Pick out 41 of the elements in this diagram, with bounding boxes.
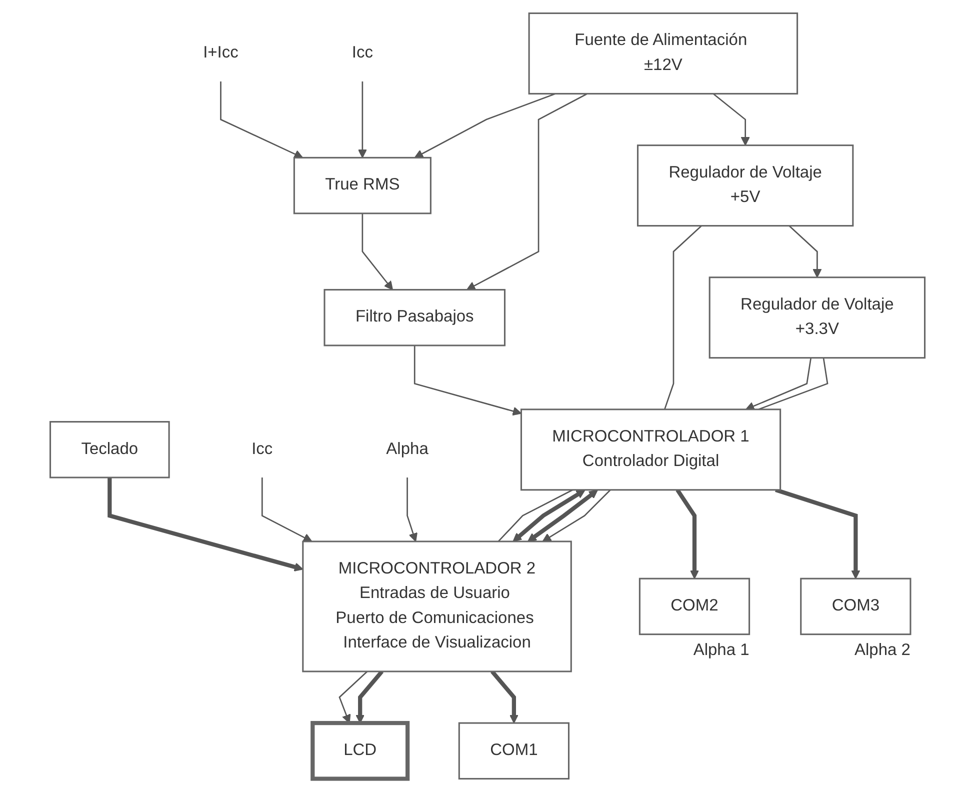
node-box: COM1 (458, 722, 570, 780)
node-box: Regulador de Voltaje +5V (637, 144, 854, 227)
caption-text: Alpha 2 (854, 640, 911, 659)
arrow (746, 358, 812, 410)
arrow (414, 93, 556, 158)
node-box: COM2 (639, 578, 751, 636)
node-text: I+Icc (204, 44, 239, 62)
caption-text: Alpha 1 (694, 640, 750, 659)
arrow (775, 488, 861, 580)
arrow (339, 670, 368, 724)
connector (758, 358, 829, 410)
arrow (513, 490, 586, 542)
connector (664, 225, 702, 410)
arrow (262, 478, 313, 542)
arrow (108, 478, 304, 572)
node-box: Fuente de Alimentación ±12V (528, 12, 799, 94)
node-box: Filtro Pasabajos (324, 288, 506, 346)
node-box: COM3 (800, 578, 912, 636)
arrow (220, 81, 304, 158)
arrow (356, 670, 384, 724)
arrow (414, 345, 522, 416)
arrow (466, 93, 588, 290)
node-box: Teclado (50, 421, 170, 478)
node-box: Regulador de Voltaje +3.3V (709, 276, 926, 359)
arrow (362, 213, 394, 290)
arrow (713, 93, 750, 146)
arrow (358, 81, 368, 158)
arrow (528, 490, 598, 542)
node-text: Icc (352, 44, 374, 62)
node-box: LCD (311, 720, 410, 781)
connector (498, 489, 574, 542)
node-box: True RMS (294, 156, 432, 214)
arrow (491, 670, 519, 724)
arrow (542, 489, 612, 542)
arrow (407, 478, 418, 542)
node-text: Icc (252, 440, 274, 458)
arrow (789, 225, 822, 278)
node-text: Alpha (386, 440, 429, 458)
node-box: MICROCONTROLADOR 2 Entradas de Usuario Puerto de Comunicaciones Interface de Visualizacion (302, 540, 572, 672)
node-box: MICROCONTROLADOR 1 Controlador Digital (520, 408, 782, 491)
arrow (676, 488, 700, 580)
